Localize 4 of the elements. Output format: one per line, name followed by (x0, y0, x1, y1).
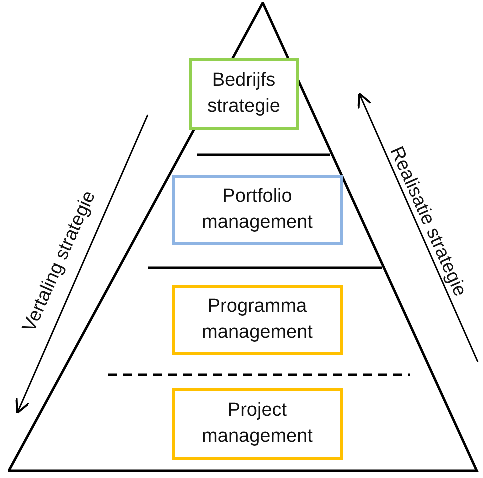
level-box: Project management (172, 388, 343, 460)
level-box: Portfolio management (172, 175, 343, 245)
level-box: Programma management (172, 285, 343, 355)
level-box: Bedrijfs strategie (189, 58, 299, 130)
